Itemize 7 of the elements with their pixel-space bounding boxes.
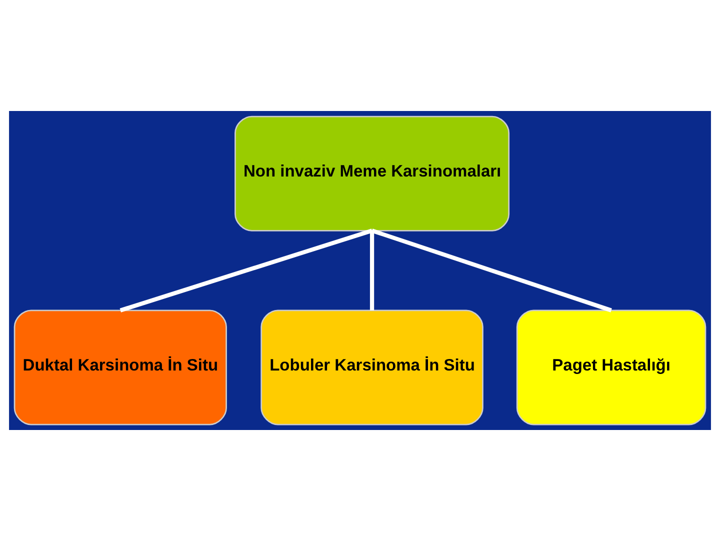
node-box: Non invaziv Meme Karsinomaları: [234, 115, 510, 231]
connector: [370, 230, 374, 310]
node-box: Lobuler Karsinoma İn Situ: [260, 309, 484, 425]
connector: [120, 228, 373, 312]
node-box: Paget Hastalığı: [516, 309, 706, 425]
node-box: Duktal Karsinoma İn Situ: [14, 309, 227, 425]
connector: [371, 228, 612, 312]
